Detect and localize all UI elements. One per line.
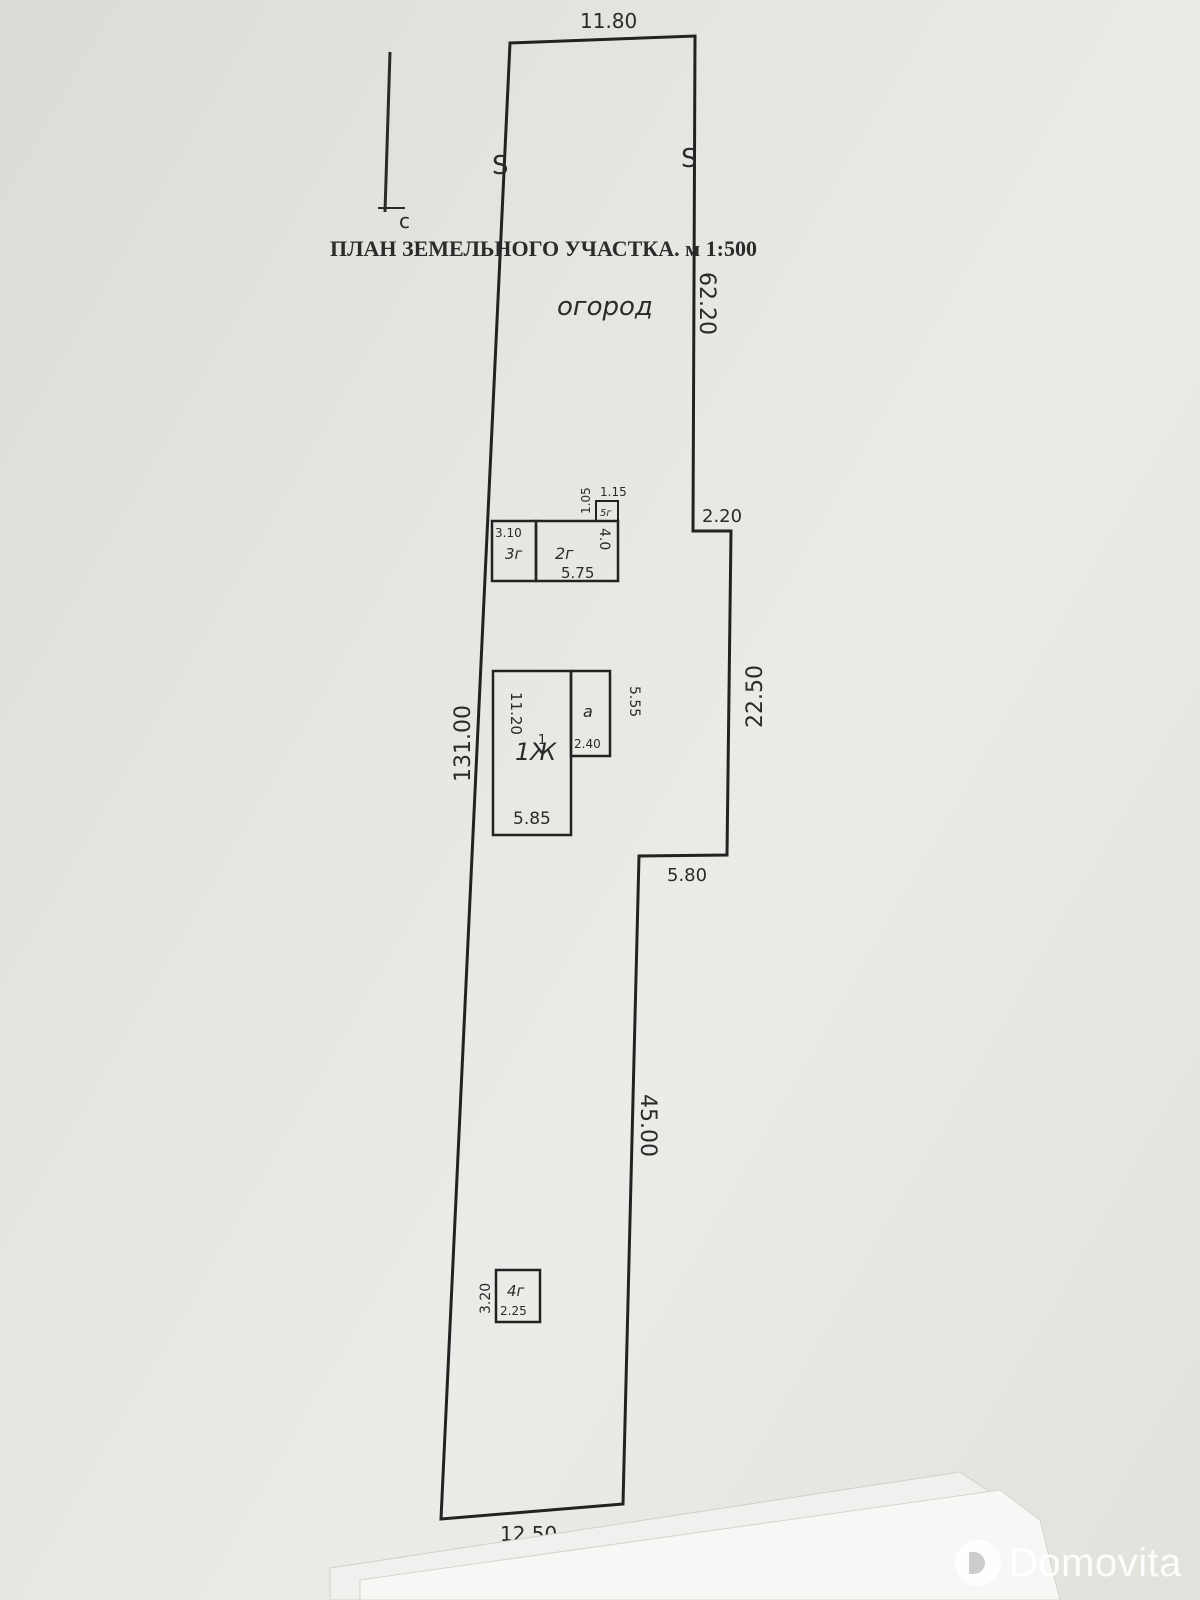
- dim-right-upper: 62.20: [694, 272, 719, 335]
- plan-title: ПЛАН ЗЕМЕЛЬНОГО УЧАСТКА. м 1:500: [330, 236, 757, 261]
- building-2g-width: 5.75: [561, 564, 594, 582]
- building-4g: [494, 1268, 542, 1324]
- building-2g-height: 4.0: [596, 528, 612, 550]
- building-2g-label: 2г: [555, 544, 574, 563]
- watermark: Domovita: [955, 1540, 1182, 1586]
- north-arrow-shaft: [383, 51, 392, 213]
- s-mark-left: S: [492, 151, 509, 181]
- house-label: 1Ж: [515, 738, 557, 766]
- watermark-text: Domovita: [1009, 1540, 1182, 1585]
- annex-height: 5.55: [626, 686, 642, 717]
- house-1zh: [491, 669, 573, 837]
- building-2g: [534, 519, 620, 583]
- house-dim-bottom: 5.85: [513, 809, 551, 829]
- building-5g-width: 1.15: [600, 485, 627, 499]
- building-3g-dim: 3.10: [495, 526, 522, 540]
- building-5g: [595, 500, 619, 522]
- dim-step-upper: 2.20: [702, 506, 742, 527]
- house-label-sub: 1: [538, 733, 546, 748]
- house-dim-left: 11.20: [507, 692, 525, 735]
- building-5g-label: 5г: [600, 508, 612, 519]
- dim-top: 11.80: [580, 9, 637, 33]
- dim-step-lower: 5.80: [667, 865, 707, 886]
- building-4g-label: 4г: [507, 1282, 525, 1300]
- building-3g-label: 3г: [505, 545, 523, 563]
- garden-label: огород: [557, 292, 653, 322]
- stacked-paper-front: [359, 1489, 1061, 1600]
- house-annex-a: [569, 669, 612, 758]
- domovita-logo-icon: [955, 1540, 1002, 1586]
- building-4g-width: 2.25: [500, 1304, 527, 1318]
- dim-right-middle: 22.50: [743, 665, 768, 728]
- parcel-boundary: [439, 34, 733, 1521]
- annex-width: 2.40: [574, 737, 601, 751]
- north-arrow-label: с: [399, 209, 410, 233]
- s-mark-right: S: [681, 144, 698, 174]
- building-5g-height: 1.05: [579, 487, 593, 514]
- dim-left: 131.00: [451, 705, 476, 782]
- building-4g-height: 3.20: [478, 1283, 494, 1314]
- dim-right-lower: 45.00: [635, 1094, 660, 1157]
- annex-label: а: [583, 702, 593, 721]
